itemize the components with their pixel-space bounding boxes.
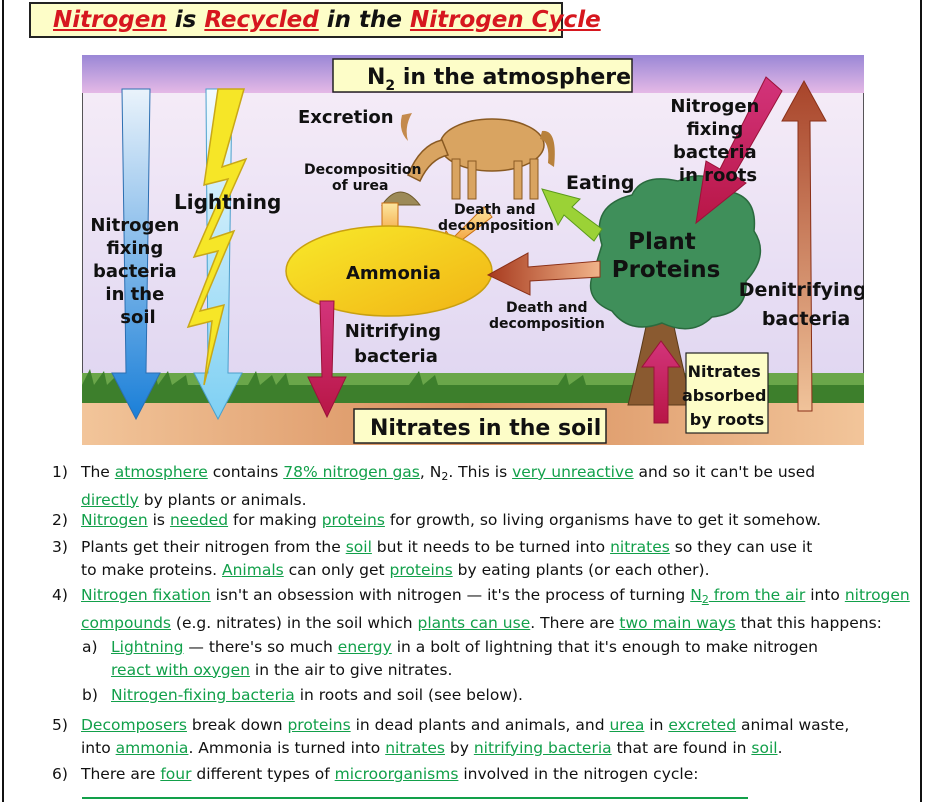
death-decomposition-top-label: Death and decomposition: [438, 202, 554, 234]
nitrates-absorbed-label: Nitrates absorbed by roots: [682, 362, 772, 429]
list-item-text: There are four different types of microo…: [81, 763, 698, 786]
page-border-right: [920, 0, 922, 802]
list-item-text: Nitrogen is needed for making proteins f…: [81, 509, 821, 532]
list-number: b): [82, 684, 110, 707]
list-item-text: Lightning — there's so much energy in a …: [111, 636, 818, 681]
atmosphere-label: N2 in the atmosphere: [367, 65, 631, 94]
list-item-text: Decomposers break down proteins in dead …: [81, 714, 849, 759]
ammonia-label: Ammonia: [346, 263, 441, 284]
page-title-box: Nitrogen is Recycled in the Nitrogen Cyc…: [29, 2, 563, 38]
page-border-left: [2, 0, 4, 802]
list-number: 4): [52, 584, 80, 607]
nitrogen-cycle-diagram: N2 in the atmosphere Nitrates in the soi…: [82, 55, 864, 445]
death-decomposition-bottom-label: Death and decomposition: [489, 300, 605, 332]
list-number: 5): [52, 714, 80, 737]
eating-label: Eating: [566, 172, 635, 194]
list-item-text: Nitrogen-fixing bacteria in roots and so…: [111, 684, 523, 707]
list-item-text: The atmosphere contains 78% nitrogen gas…: [81, 461, 815, 511]
divider: [82, 797, 748, 799]
list-item-text: Nitrogen fixation isn't an obsession wit…: [81, 584, 910, 634]
lightning-label: Lightning: [174, 190, 281, 214]
list-number: 2): [52, 509, 80, 532]
excretion-label: Excretion: [298, 107, 394, 128]
list-number: 1): [52, 461, 80, 484]
list-number: 3): [52, 536, 80, 559]
list-number: a): [82, 636, 110, 659]
list-number: 6): [52, 763, 80, 786]
soil-label: Nitrates in the soil: [370, 416, 601, 441]
page-title: Nitrogen is Recycled in the Nitrogen Cyc…: [53, 7, 601, 33]
list-item-text: Plants get their nitrogen from the soil …: [81, 536, 812, 581]
